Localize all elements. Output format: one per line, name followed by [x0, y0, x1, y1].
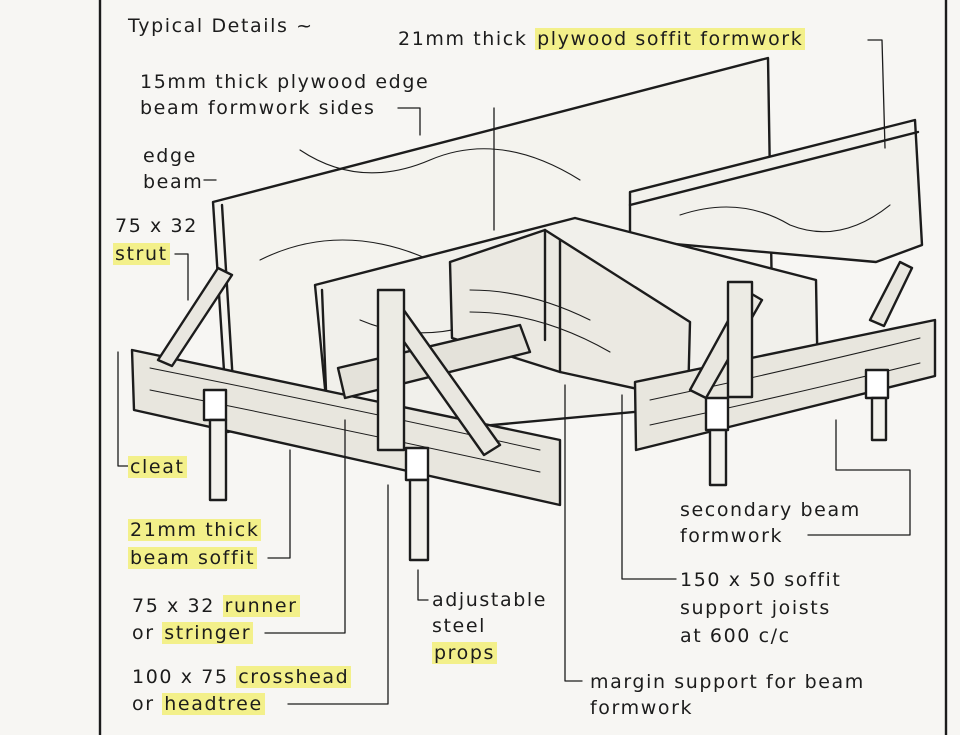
label-secondary-2: formwork [680, 525, 784, 547]
label-headtree-hl: headtree [162, 693, 265, 715]
strut-far-right [868, 260, 914, 328]
label-props-2: steel [432, 615, 487, 637]
label-soffit-formwork-pre: 21mm thick [398, 28, 528, 50]
label-joists-3: at 600 c/c [680, 625, 791, 647]
label-margin-1: margin support for beam [590, 671, 865, 693]
label-secondary-1: secondary beam [680, 499, 861, 521]
label-edge-beam-1: edge [143, 145, 197, 167]
label-cleat-hl: cleat [128, 456, 187, 478]
label-crosshead: 100 x 75 crosshead [132, 665, 352, 690]
label-headtree-pre: or [132, 693, 155, 715]
label-stringer-pre: or [132, 622, 155, 644]
prop-far-right [870, 396, 888, 442]
leader-props [417, 569, 429, 601]
label-joists-2: support joists [680, 597, 831, 619]
cleat-left [202, 388, 228, 422]
leader-joists [621, 394, 677, 580]
leader-runner [264, 419, 346, 634]
label-edge-sides-2: beam formwork sides [140, 97, 376, 119]
upright-center [376, 288, 406, 452]
cleat-right [704, 396, 730, 432]
leader-cleat [117, 351, 129, 467]
label-joists-1: 150 x 50 soffit [680, 569, 842, 591]
leader-margin [564, 384, 583, 682]
leader-soffit-formwork [867, 39, 886, 149]
label-cleat: cleat [128, 455, 187, 480]
label-props-1: adjustable [432, 589, 548, 611]
label-stringer-hl: stringer [162, 622, 254, 644]
label-beam-soffit-1: 21mm thick [128, 518, 262, 543]
label-runner: 75 x 32 runner [132, 594, 300, 619]
label-soffit-formwork-hl: plywood soffit formwork [535, 28, 806, 50]
label-strut: strut [113, 242, 170, 267]
label-margin-2: formwork [590, 697, 694, 719]
label-headtree: or headtree [132, 692, 265, 717]
label-edge-sides-1: 15mm thick plywood edge [140, 71, 430, 93]
prop-center [408, 478, 430, 562]
label-strut-hl: strut [113, 243, 170, 265]
label-soffit-formwork: 21mm thick plywood soffit formwork [398, 27, 806, 52]
diagram-title: Typical Details ~ [128, 15, 314, 37]
label-strut-size: 75 x 32 [115, 215, 198, 237]
prop-right [708, 428, 728, 487]
runner-left [130, 348, 562, 507]
label-beam-soffit-2-hl: beam soffit [128, 547, 258, 569]
label-beam-soffit-1-hl: 21mm thick [128, 519, 262, 541]
label-crosshead-hl: crosshead [236, 666, 352, 688]
leader-secondary [807, 419, 911, 536]
label-beam-soffit-2: beam soffit [128, 546, 258, 571]
label-props-hl: props [432, 642, 498, 664]
leader-crosshead [287, 484, 389, 705]
cleat-center [404, 446, 430, 482]
label-runner-hl: runner [222, 595, 300, 617]
leader-edge-sides [397, 107, 421, 136]
label-props-3: props [432, 641, 498, 666]
label-crosshead-pre: 100 x 75 [132, 666, 229, 688]
cleat-far-right [864, 368, 890, 400]
leader-beam-soffit [267, 449, 291, 559]
label-stringer: or stringer [132, 621, 254, 646]
strut-left [156, 266, 234, 368]
label-edge-beam-2: beam [143, 171, 204, 193]
upright-right [726, 280, 754, 399]
label-runner-pre: 75 x 32 [132, 595, 215, 617]
leader-strut [174, 253, 189, 301]
prop-left [208, 418, 228, 502]
